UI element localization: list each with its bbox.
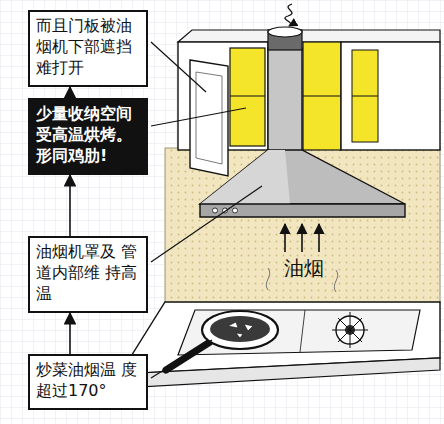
callout-text: 油烟机罩及 管道内部维 持高温 <box>36 242 140 304</box>
right-cabinet-inner <box>352 50 378 142</box>
left-open-shelf <box>230 48 265 146</box>
callout-box: 而且门板被油 烟机下部遮挡 难打开 <box>28 10 148 87</box>
wok-handle <box>166 342 210 370</box>
right-cabinet <box>341 42 440 150</box>
hood-canopy <box>200 150 405 204</box>
smoke-arrow <box>301 224 303 252</box>
smoke-wisp <box>266 268 269 290</box>
hood-plate <box>200 204 405 217</box>
callout-box: 少量收纳空间 受高温烘烤。 形同鸡肋! <box>28 98 148 175</box>
duct-opening <box>268 27 302 37</box>
hood-button <box>213 208 218 213</box>
cabinet-top <box>178 30 440 42</box>
connector-arrow <box>69 313 71 354</box>
leader-line <box>151 108 246 126</box>
callout-box: 炒菜油烟温 度超过170° <box>28 354 148 410</box>
shelf-board <box>303 95 341 96</box>
connector-arrow <box>69 175 71 236</box>
leader-line <box>151 186 262 262</box>
exhaust-arrow <box>285 4 292 26</box>
wok <box>202 311 278 349</box>
right-open-shelf <box>303 42 341 150</box>
hood-button <box>233 208 238 213</box>
countertop-edge <box>120 358 440 388</box>
callout-box: 油烟机罩及 管道内部维 持高温 <box>28 236 148 313</box>
shelf-board <box>230 95 265 96</box>
stove-top <box>178 310 420 355</box>
leader-line <box>151 42 206 92</box>
connector-arrow <box>69 87 71 98</box>
smoke-wisp <box>334 270 337 292</box>
smoke-arrow <box>318 224 320 252</box>
shelf-board <box>352 96 378 97</box>
stove-divider <box>300 310 305 352</box>
hood-chimney <box>268 48 302 152</box>
burner-grate <box>332 312 368 348</box>
callout-text: 而且门板被油 烟机下部遮挡 难打开 <box>36 16 140 78</box>
food <box>228 322 253 338</box>
callout-text: 炒菜油烟温 度超过170° <box>36 360 140 402</box>
leader-line <box>151 340 212 378</box>
hood-canopy-shade <box>200 150 290 204</box>
smoke-arrow <box>284 224 286 252</box>
smoke-label: 油烟 <box>284 257 324 279</box>
callout-text: 少量收纳空间 受高温烘烤。 形同鸡肋! <box>36 104 140 166</box>
wok-inside <box>210 316 270 342</box>
